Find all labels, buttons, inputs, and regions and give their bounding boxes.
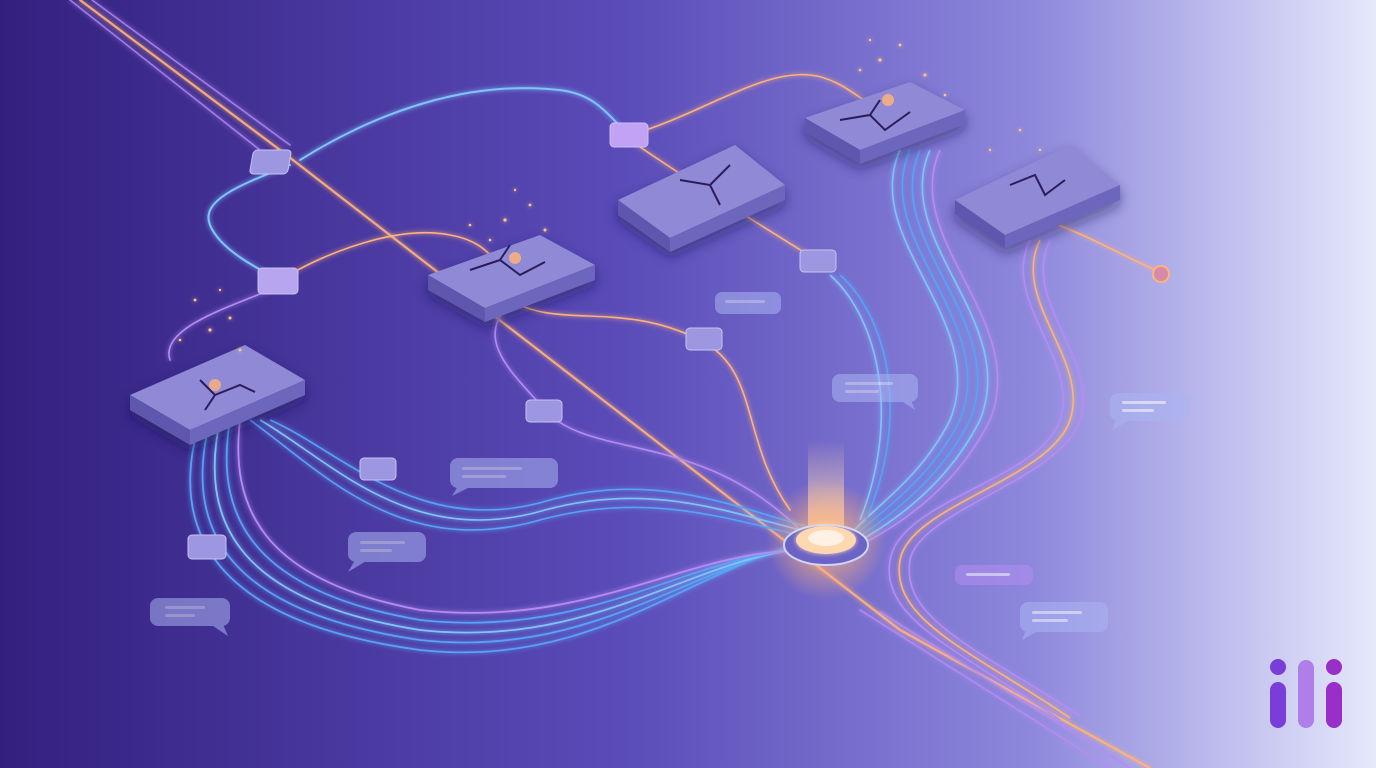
cracked-block-icon <box>428 235 595 322</box>
trunk-line <box>69 0 1152 768</box>
chip-node <box>257 267 299 295</box>
chip-node <box>609 122 649 148</box>
chip-node <box>525 399 563 423</box>
glowing-hub-icon <box>766 440 886 600</box>
message-bubble-icon <box>450 458 558 496</box>
cracked-block-icon <box>618 145 785 252</box>
message-bubble-icon <box>348 532 426 572</box>
cracked-block-icon <box>955 145 1120 248</box>
message-bubble-icon <box>955 565 1033 585</box>
cracked-slabs <box>130 82 1120 445</box>
chip-node <box>359 457 397 481</box>
message-bubble-icon <box>1020 602 1108 640</box>
chip-node <box>187 534 227 560</box>
chip-node <box>799 249 837 273</box>
message-bubble-icon <box>715 292 781 314</box>
spark-particles <box>178 38 1042 352</box>
endpoint-dot-icon <box>1152 265 1170 283</box>
cracked-block-icon <box>805 82 965 164</box>
speech-bubbles <box>150 292 1190 640</box>
chip-node <box>685 327 723 351</box>
message-bubble-icon <box>150 598 230 636</box>
connector-chips <box>187 122 837 560</box>
chip-node <box>249 149 292 175</box>
cracked-block-icon <box>130 345 305 445</box>
flow-bundles <box>189 149 1085 721</box>
dots-bars-logo-icon <box>1270 659 1342 728</box>
message-bubble-icon <box>832 374 918 410</box>
message-bubble-icon <box>1110 393 1190 430</box>
